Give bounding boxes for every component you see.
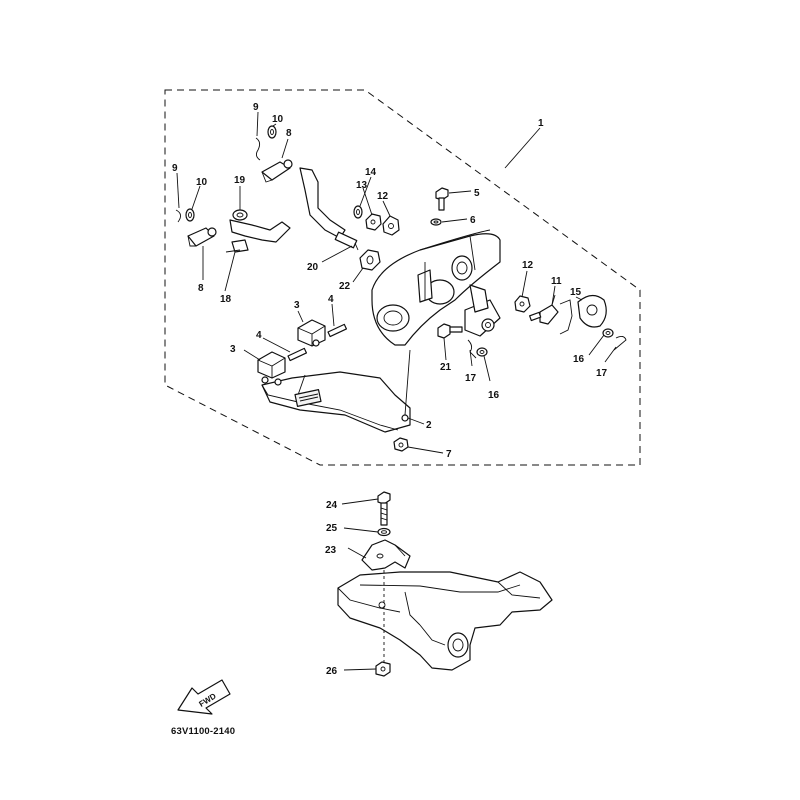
screw-21 xyxy=(437,323,463,339)
rod-15 xyxy=(559,294,607,335)
link-8-upper xyxy=(261,159,293,183)
bracket-plate xyxy=(261,349,411,433)
bolt-5 xyxy=(435,187,449,211)
callout-3-lower: 3 xyxy=(230,344,236,355)
callout-labels: 1 2 3 3 4 4 5 6 7 8 8 9 9 10 10 11 12 12… xyxy=(172,102,608,677)
lever-20 xyxy=(299,167,359,251)
clamp-body xyxy=(337,570,553,671)
washer-16-right xyxy=(602,328,614,338)
throttle-cam-assembly xyxy=(464,284,501,337)
washer-10-lower xyxy=(185,208,195,222)
callout-17-right: 17 xyxy=(596,368,608,379)
callout-17-center: 17 xyxy=(465,373,477,384)
callout-4-left: 4 xyxy=(256,330,262,341)
callout-26: 26 xyxy=(326,666,338,677)
clamp-3-lower xyxy=(257,351,286,386)
callout-9-upper: 9 xyxy=(253,102,259,113)
callout-10-lower: 10 xyxy=(196,177,208,188)
callout-7: 7 xyxy=(446,449,452,460)
callout-5: 5 xyxy=(474,188,480,199)
callout-12-right: 12 xyxy=(522,260,534,271)
diagram-code: 63V1100-2140 xyxy=(171,726,235,737)
fwd-arrow-icon: FWD xyxy=(177,679,231,715)
washer-16-center xyxy=(476,347,488,357)
plate-23 xyxy=(361,539,411,571)
washer-25 xyxy=(377,527,391,537)
callout-18: 18 xyxy=(220,294,232,305)
nut-12-left xyxy=(382,215,400,236)
collar-22 xyxy=(359,249,381,271)
callout-15: 15 xyxy=(570,287,582,298)
callout-21: 21 xyxy=(440,362,452,373)
clip-9-upper xyxy=(255,137,261,161)
callout-19: 19 xyxy=(234,175,246,186)
nut-26 xyxy=(375,661,391,677)
callout-20: 20 xyxy=(307,262,319,273)
washer-10-upper xyxy=(267,125,277,139)
clip-17-right xyxy=(613,335,627,351)
callout-24: 24 xyxy=(326,500,338,511)
pin-4-right xyxy=(327,323,348,338)
callout-3-upper: 3 xyxy=(294,300,300,311)
callout-4-right: 4 xyxy=(328,294,334,305)
clip-9-lower xyxy=(175,209,181,223)
clip-17-center xyxy=(467,339,477,359)
bolt-24 xyxy=(377,491,391,526)
washer-13 xyxy=(365,213,382,231)
link-8-lower xyxy=(187,227,217,247)
nut-12-right xyxy=(514,295,531,313)
callout-22: 22 xyxy=(339,281,351,292)
clamp-3-upper xyxy=(297,319,326,347)
lever-18 xyxy=(225,219,291,253)
callout-16-right: 16 xyxy=(573,354,585,365)
leader-lines xyxy=(176,111,617,671)
callout-12-left: 12 xyxy=(377,191,389,202)
washer-14 xyxy=(353,205,363,219)
connector-11 xyxy=(529,294,559,325)
callout-6: 6 xyxy=(470,215,476,226)
callout-2: 2 xyxy=(426,420,432,431)
nut-7 xyxy=(393,437,409,452)
callout-13: 13 xyxy=(356,180,368,191)
callout-9-lower: 9 xyxy=(172,163,178,174)
callout-10-upper: 10 xyxy=(272,114,284,125)
callout-23: 23 xyxy=(325,545,337,556)
callout-11: 11 xyxy=(551,276,562,287)
callout-8-lower: 8 xyxy=(198,283,204,294)
callout-1: 1 xyxy=(538,118,544,129)
callout-25: 25 xyxy=(326,523,338,534)
engine-body-outline xyxy=(371,229,501,346)
bushing-19 xyxy=(232,209,248,221)
callout-16-center: 16 xyxy=(488,390,500,401)
callout-14: 14 xyxy=(365,167,377,178)
washer-6 xyxy=(430,218,442,226)
callout-8-upper: 8 xyxy=(286,128,292,139)
pin-4-left xyxy=(287,347,308,362)
